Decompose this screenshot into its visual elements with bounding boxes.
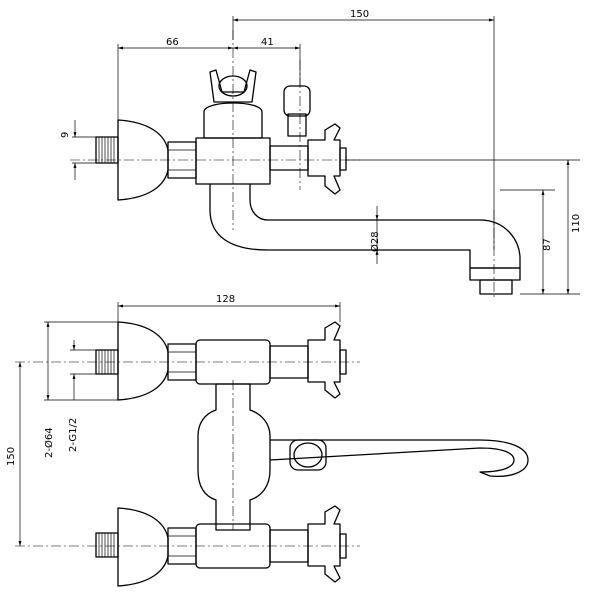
side-spout-aerator bbox=[469, 267, 521, 281]
dim-66: 66 bbox=[166, 37, 179, 48]
dim-128: 128 bbox=[216, 294, 235, 305]
side-view-dimensions: 150 66 41 9 110 87 Ø28 bbox=[60, 9, 582, 295]
front-bottom-wall-flange bbox=[117, 507, 169, 587]
dim-28: Ø28 bbox=[369, 231, 381, 252]
side-handle-cap bbox=[339, 147, 347, 171]
dim-9: 9 bbox=[60, 132, 71, 138]
front-bottom-inlet-thread bbox=[95, 532, 119, 558]
dim-87: 87 bbox=[542, 238, 553, 251]
dim-150-left: 150 bbox=[6, 447, 17, 466]
side-cross-handle bbox=[307, 123, 341, 195]
dim-150-top: 150 bbox=[350, 9, 369, 20]
side-handle-stem bbox=[269, 145, 309, 171]
side-view bbox=[70, 30, 521, 300]
side-inlet-thread bbox=[95, 136, 119, 164]
side-thread-lines bbox=[98, 137, 115, 163]
side-spout-outlet bbox=[479, 279, 513, 295]
dim-2-g12: 2-G1/2 bbox=[68, 418, 79, 452]
side-shower-outlet bbox=[283, 85, 311, 117]
side-spout bbox=[209, 184, 521, 269]
dim-41: 41 bbox=[261, 37, 274, 48]
front-spout-collar bbox=[289, 439, 327, 471]
front-view bbox=[15, 321, 529, 587]
front-bottom-cross-handle bbox=[307, 505, 341, 583]
side-shower-outlet-neck bbox=[287, 113, 307, 137]
front-spout bbox=[269, 439, 529, 478]
front-spout-nut bbox=[293, 442, 323, 468]
dim-110: 110 bbox=[571, 214, 582, 233]
front-top-cross-handle bbox=[307, 321, 341, 399]
front-top-wall-flange bbox=[117, 321, 169, 401]
dim-2-phi64: 2-Ø64 bbox=[43, 427, 55, 458]
front-center-body bbox=[197, 383, 271, 531]
front-view-dimensions: 128 150 2-Ø64 2-G1/2 bbox=[6, 294, 341, 546]
side-diverter-housing bbox=[203, 102, 263, 139]
side-shower-holder bbox=[209, 69, 257, 103]
